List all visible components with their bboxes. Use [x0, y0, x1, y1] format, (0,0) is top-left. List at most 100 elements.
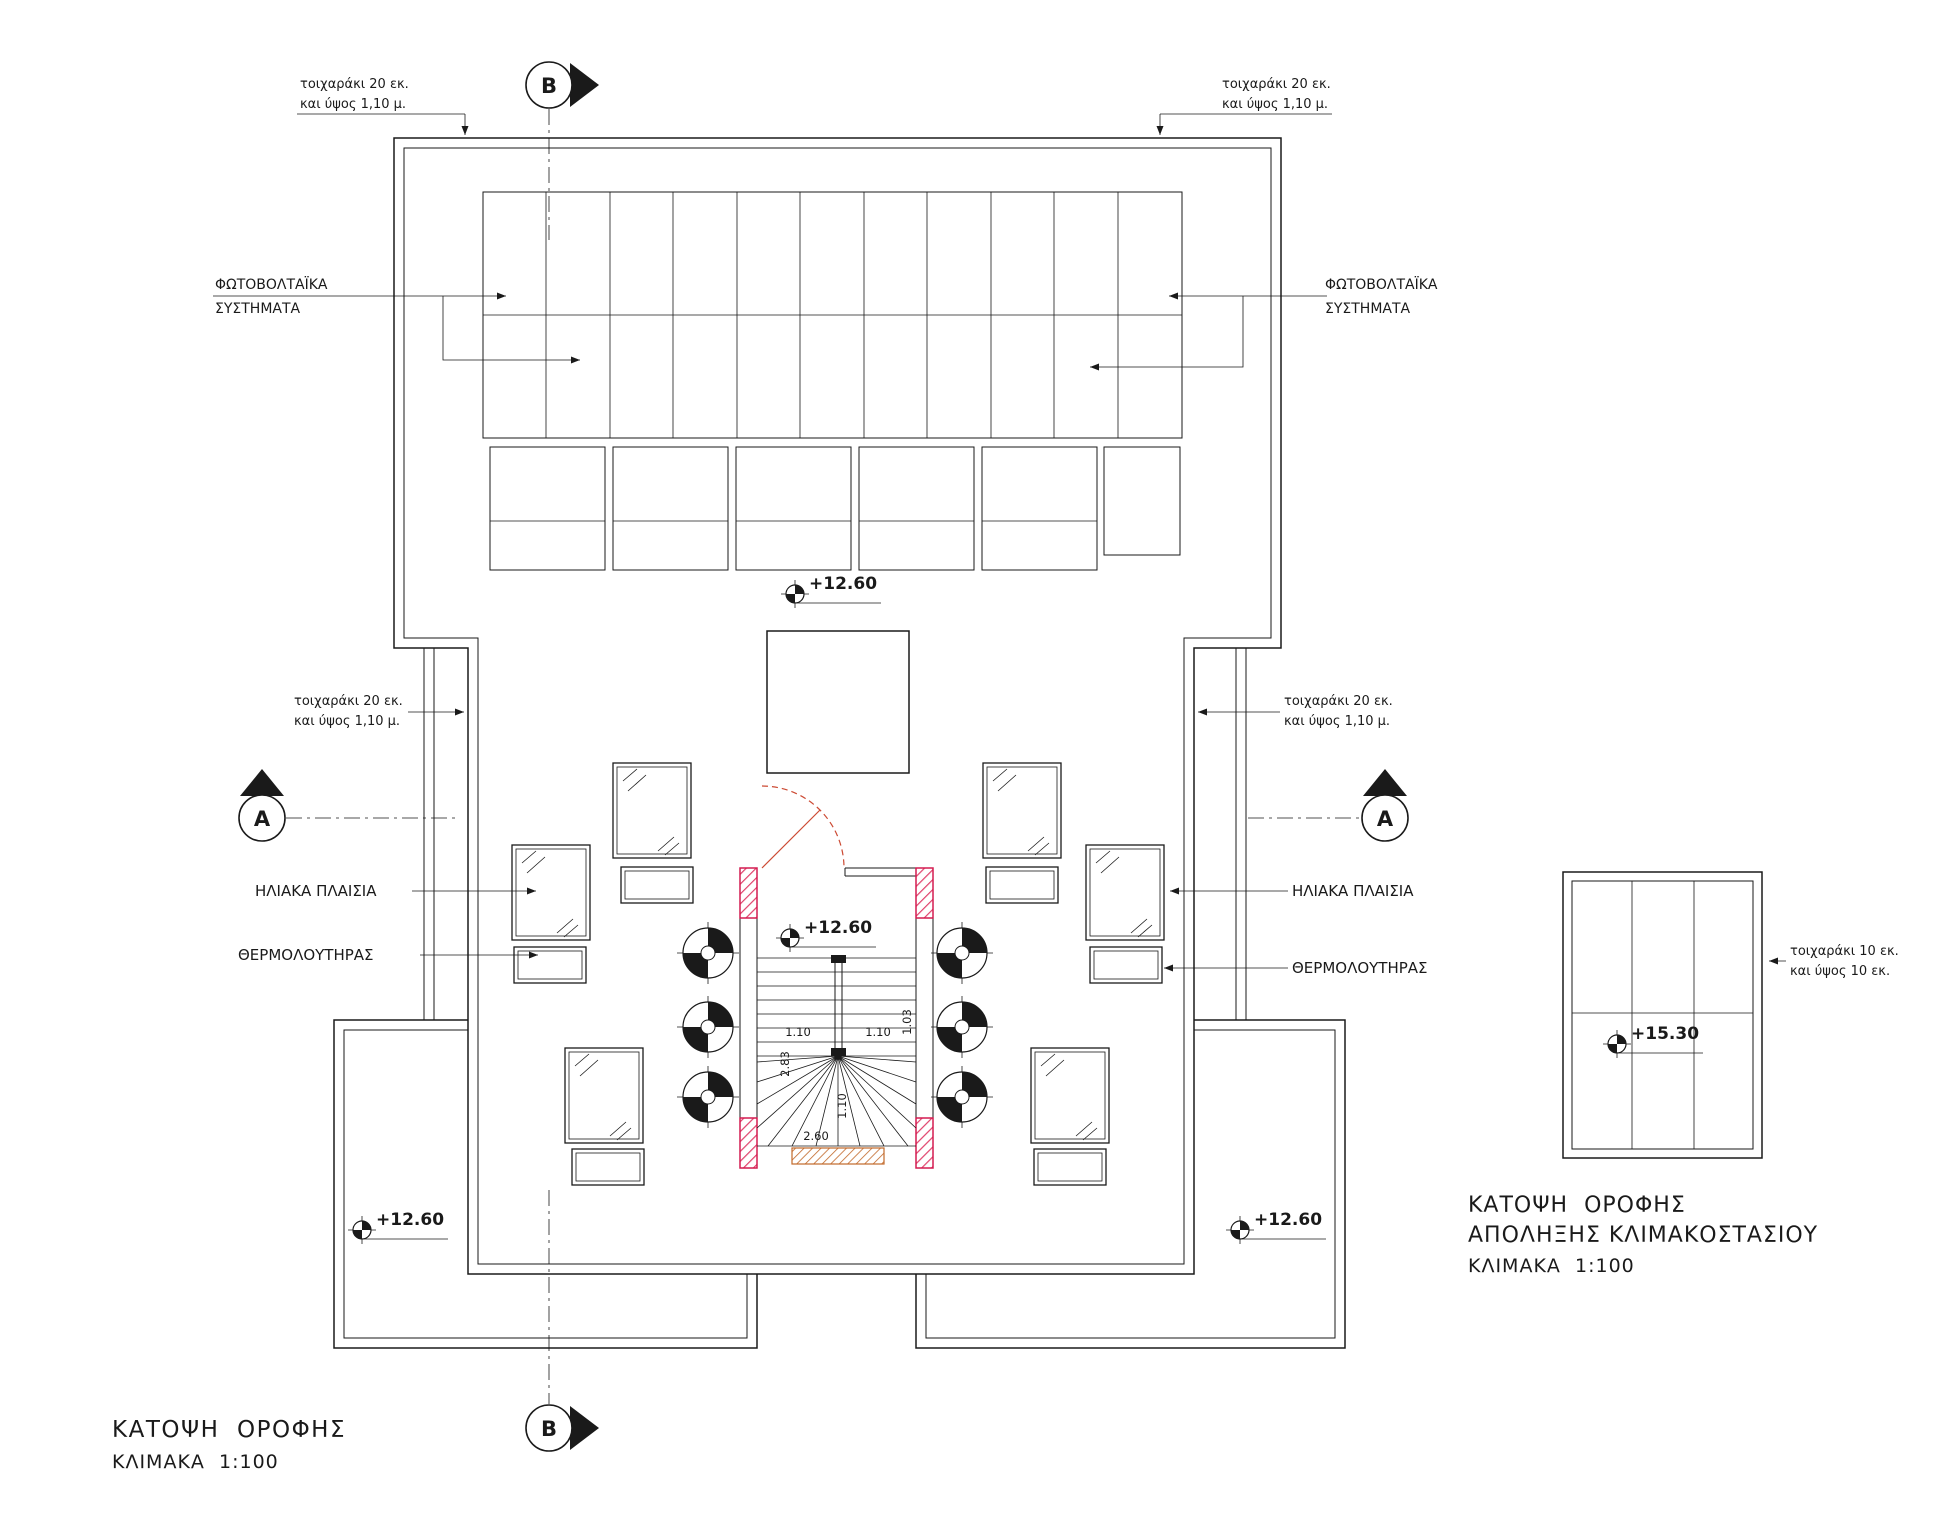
section-a-right-letter: A	[1377, 807, 1394, 831]
lower-roof-edge-left	[423, 648, 435, 1020]
vent-circle	[676, 921, 740, 985]
solar-panel-label-left: ΗΛΙΑΚΑ ΠΛΑΙΣΙΑ	[255, 882, 536, 900]
section-b-bottom-letter: B	[541, 1417, 557, 1441]
title-stair-roof-plan: ΚΑΤΟΨΗ ΟΡΟΦΗΣ ΑΠΟΛΗΞΗΣ ΚΛΙΜΑΚΟΣΤΑΣΙΟΥ ΚΛ…	[1468, 1193, 1818, 1277]
solar-panel-label: ΗΛΙΑΚΑ ΠΛΑΙΣΙΑ	[1292, 882, 1414, 900]
stair-dimensions: 1.10 1.10 1.03 2.83 1.10 2.60	[778, 1009, 914, 1143]
pv-label-left-line2: ΣΥΣΤΗΜΑΤΑ	[215, 301, 301, 317]
pv-label-left: ΦΩΤΟΒΟΛΤΑΪΚΑ ΣΥΣΤΗΜΑΤΑ	[213, 275, 580, 364]
pv-lower-row	[489, 446, 1181, 571]
vent-circle	[930, 995, 994, 1059]
water-heater-unit	[513, 946, 587, 984]
section-b-top-letter: B	[541, 74, 557, 98]
solar-panel	[1030, 1047, 1110, 1144]
level-marker-wing-left: +12.60	[347, 1210, 448, 1245]
level-marker-roof-top: +12.60	[780, 574, 881, 609]
water-heater-unit	[620, 866, 694, 904]
leader-line	[442, 296, 580, 364]
water-heater-unit	[1089, 946, 1163, 984]
wall-note-line1: τοιχαράκι 20 εκ.	[294, 694, 403, 709]
stair-plan-title-line1: ΚΑΤΟΨΗ ΟΡΟΦΗΣ	[1468, 1193, 1686, 1218]
wall-note-line1: τοιχαράκι 20 εκ.	[300, 77, 409, 92]
wall-note-line2: και ύψος 1,10 μ.	[300, 97, 406, 112]
wall-note-top-right: τοιχαράκι 20 εκ. και ύψος 1,10 μ.	[1156, 77, 1332, 135]
solar-panel-label-right: ΗΛΙΑΚΑ ΠΛΑΙΣΙΑ	[1170, 882, 1414, 900]
section-a-direction-triangle	[1363, 769, 1407, 796]
water-heater-label-left: ΘΕΡΜΟΛΟΥΤΗΡΑΣ	[238, 946, 538, 964]
wall-note-line2: και ύψος 1,10 μ.	[1222, 97, 1328, 112]
water-heater-unit	[1033, 1148, 1107, 1186]
water-heater-unit	[571, 1148, 645, 1186]
pv-label-right-line1: ΦΩΤΟΒΟΛΤΑΪΚΑ	[1325, 275, 1438, 293]
stair-plan-title-line2: ΑΠΟΛΗΞΗΣ ΚΛΙΜΑΚΟΣΤΑΣΙΟΥ	[1468, 1223, 1818, 1248]
level-value: +15.30	[1631, 1024, 1699, 1044]
dim-flight-width: 1.10	[865, 1025, 891, 1039]
pv-label-right: ΦΩΤΟΒΟΛΤΑΪΚΑ ΣΥΣΤΗΜΑΤΑ	[1090, 275, 1438, 371]
solar-panel	[1085, 844, 1165, 941]
lower-roof-edge-right	[1235, 648, 1247, 1020]
pv-label-left-line1: ΦΩΤΟΒΟΛΤΑΪΚΑ	[215, 275, 328, 293]
wall-note-line1: τοιχαράκι 20 εκ.	[1284, 694, 1393, 709]
stair-roof-plan: +15.30 τοιχαράκι 10 εκ. και ύψος 10 εκ.	[1562, 871, 1899, 1159]
wall-note-mid-left: τοιχαράκι 20 εκ. και ύψος 1,10 μ.	[294, 694, 464, 729]
dim-stair-length: 2.83	[778, 1051, 792, 1077]
stairwell: 1.10 1.10 1.03 2.83 1.10 2.60	[739, 785, 934, 1169]
vent-circle	[930, 921, 994, 985]
level-marker-stair: +12.60	[775, 918, 876, 953]
main-plan-scale: ΚΛΙΜΑΚΑ 1:100	[112, 1451, 279, 1473]
solar-panel	[612, 762, 692, 859]
wing-left-outline	[333, 1019, 758, 1349]
stair-plan-scale: ΚΛΙΜΑΚΑ 1:100	[1468, 1255, 1635, 1277]
stair-center-rail	[831, 955, 846, 1057]
vent-circle	[676, 1065, 740, 1129]
wall-note-line1: τοιχαράκι 20 εκ.	[1222, 77, 1331, 92]
level-symbol	[347, 1215, 377, 1245]
door-swing	[761, 785, 845, 869]
dim-flight-width: 1.10	[835, 1093, 849, 1119]
roof-shaft	[766, 630, 910, 774]
wall-note-line2: και ύψος 1,10 μ.	[1284, 714, 1390, 729]
wall-note-top-left: τοιχαράκι 20 εκ. και ύψος 1,10 μ.	[297, 77, 469, 135]
wall-note-line1: τοιχαράκι 10 εκ.	[1790, 944, 1899, 959]
section-marker-b-bottom: B	[525, 1190, 599, 1452]
level-symbol	[775, 923, 805, 953]
wall-note-line2: και ύψος 10 εκ.	[1790, 964, 1890, 979]
terrace-outline	[393, 137, 1282, 1275]
solar-panel	[982, 762, 1062, 859]
water-heater-label-right: ΘΕΡΜΟΛΟΥΤΗΡΑΣ	[1164, 959, 1428, 977]
vent-circle	[676, 995, 740, 1059]
level-value: +12.60	[804, 918, 872, 938]
section-a-left-letter: A	[254, 807, 271, 831]
stair-grating	[791, 1147, 885, 1165]
main-plan-title: ΚΑΤΟΨΗ ΟΡΟΦΗΣ	[112, 1417, 346, 1443]
section-marker-a-right: A	[1248, 769, 1409, 842]
stair-wall-red	[739, 867, 934, 1169]
wall-note-mid-right: τοιχαράκι 20 εκ. και ύψος 1,10 μ.	[1198, 694, 1393, 729]
dim-landing: 1.03	[900, 1009, 914, 1035]
level-symbol	[1602, 1029, 1632, 1059]
level-symbol	[780, 579, 810, 609]
title-main-plan: ΚΑΤΟΨΗ ΟΡΟΦΗΣ ΚΛΙΜΑΚΑ 1:100	[112, 1417, 346, 1473]
wall-note-line2: και ύψος 1,10 μ.	[294, 714, 400, 729]
water-heater-label: ΘΕΡΜΟΛΟΥΤΗΡΑΣ	[238, 946, 374, 964]
level-marker-stair-roof: +15.30	[1602, 1024, 1703, 1059]
wall-note-stair-roof: τοιχαράκι 10 εκ. και ύψος 10 εκ.	[1769, 944, 1899, 979]
section-b-direction-triangle	[570, 1406, 599, 1450]
section-marker-a-left: A	[238, 769, 455, 842]
leader-line	[1090, 296, 1244, 371]
wing-right-outline	[915, 1019, 1346, 1349]
solar-panel	[511, 844, 591, 941]
dim-stair-width: 2.60	[803, 1129, 829, 1143]
pv-label-right-line2: ΣΥΣΤΗΜΑΤΑ	[1325, 301, 1411, 317]
level-value: +12.60	[809, 574, 877, 594]
solar-panel-label: ΗΛΙΑΚΑ ΠΛΑΙΣΙΑ	[255, 882, 377, 900]
level-symbol	[1225, 1215, 1255, 1245]
section-marker-b-top: B	[525, 61, 599, 240]
water-heater-label: ΘΕΡΜΟΛΟΥΤΗΡΑΣ	[1292, 959, 1428, 977]
water-heater-unit	[985, 866, 1059, 904]
section-b-direction-triangle	[570, 63, 599, 107]
section-a-direction-triangle	[240, 769, 284, 796]
level-marker-wing-right: +12.60	[1225, 1210, 1326, 1245]
